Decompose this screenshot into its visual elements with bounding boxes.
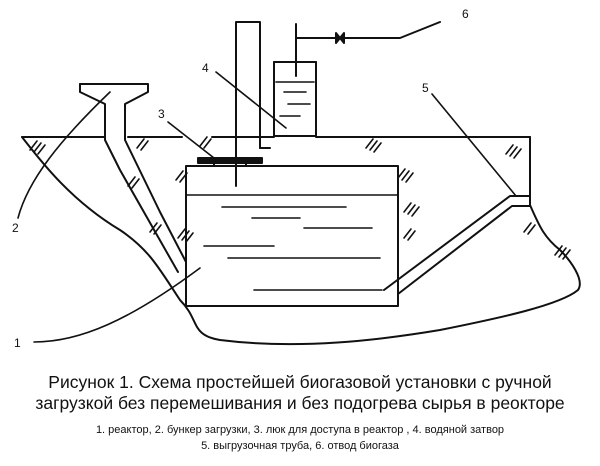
loading-bunker — [79, 83, 187, 273]
gas-pipe — [235, 21, 271, 187]
label-5: 5 — [422, 81, 429, 95]
caption-line-1: Рисунок 1. Схема простейшей биогазовой у… — [48, 372, 552, 392]
label-1: 1 — [14, 336, 21, 350]
legend-line-2: 5. выгрузочная труба, 6. отвод биогаза — [201, 440, 399, 452]
biogas-outlet — [295, 21, 441, 44]
leader-lines — [17, 71, 517, 343]
label-4: 4 — [202, 61, 209, 75]
liquid-lines — [185, 194, 399, 291]
biogas-diagram: 1 2 3 4 5 6 — [12, 7, 581, 350]
ground-hatching — [29, 136, 571, 260]
label-6: 6 — [462, 7, 469, 21]
label-3: 3 — [158, 107, 165, 121]
excavation-outline — [21, 136, 581, 346]
legend-line-1: 1. реактор, 2. бункер загрузки, 3. люк д… — [95, 424, 505, 436]
access-hatch — [197, 157, 263, 167]
water-seal — [273, 23, 317, 137]
unloading-pipe — [383, 195, 531, 295]
caption-line-2: загрузкой без перемешивания и без подогр… — [35, 393, 565, 413]
reactor-tank — [185, 165, 399, 307]
label-2: 2 — [12, 221, 19, 235]
